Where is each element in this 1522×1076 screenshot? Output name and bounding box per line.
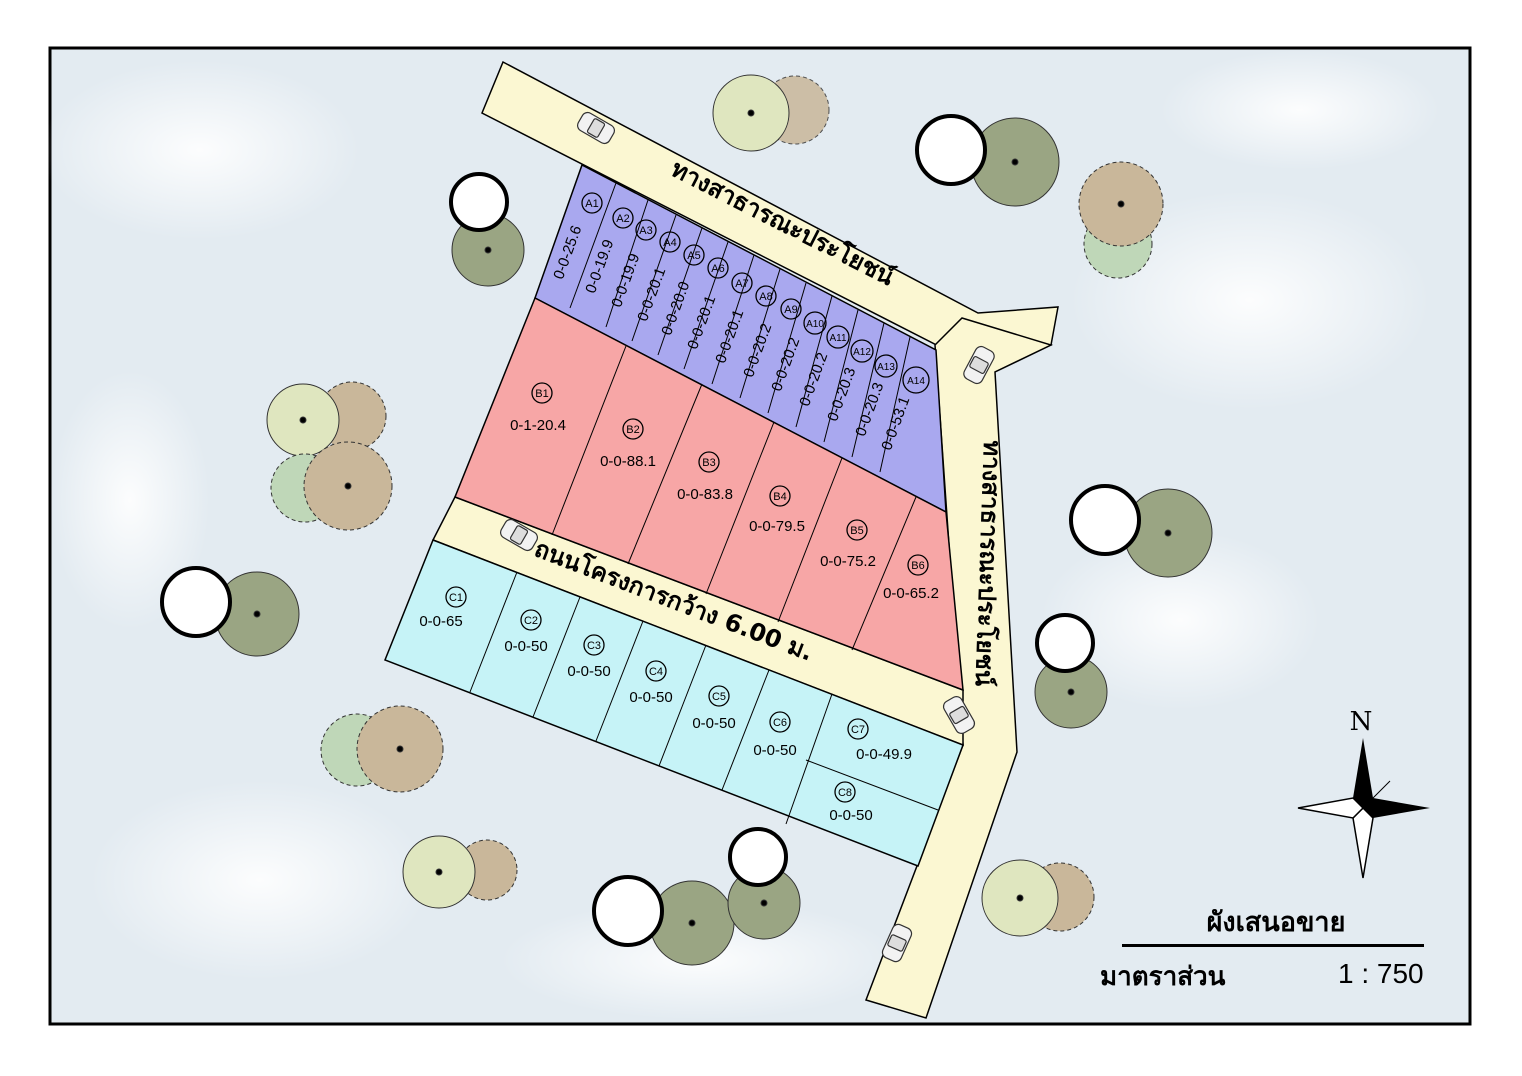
plot-c3[interactable]: C3 0-0-50 bbox=[567, 634, 611, 680]
plot-id: C1 bbox=[449, 592, 463, 604]
plot-area: 0-0-50 bbox=[829, 807, 872, 824]
plot-area: 0-0-50 bbox=[629, 689, 672, 706]
plot-area: 0-0-50 bbox=[692, 715, 735, 732]
scale-value: 1 : 750 bbox=[1338, 958, 1424, 989]
plot-area: 0-0-50 bbox=[753, 742, 796, 759]
plot-id: B3 bbox=[702, 457, 715, 469]
tree-icon bbox=[320, 705, 444, 793]
plot-b5[interactable]: B5 0-0-75.2 bbox=[820, 519, 876, 570]
plot-area: 0-0-65 bbox=[419, 613, 462, 630]
plot-id: B4 bbox=[773, 491, 786, 503]
plot-id: A1 bbox=[585, 198, 598, 210]
plot-id: A6 bbox=[711, 263, 724, 275]
plot-area: 0-0-50 bbox=[504, 638, 547, 655]
plot-id: A3 bbox=[639, 225, 652, 237]
plot-id: C8 bbox=[838, 787, 852, 799]
plot-c6[interactable]: C6 0-0-50 bbox=[753, 711, 797, 759]
plot-id: A7 bbox=[735, 278, 748, 290]
plot-id: A8 bbox=[759, 291, 772, 303]
plot-b2[interactable]: B2 0-0-88.1 bbox=[600, 418, 656, 470]
plot-b1[interactable]: B1 0-1-20.4 bbox=[510, 382, 566, 434]
tree-icon bbox=[266, 381, 387, 457]
plot-area: 0-0-83.8 bbox=[677, 486, 733, 503]
block-b-dividers bbox=[551, 345, 917, 651]
plot-id: A14 bbox=[907, 376, 925, 387]
plot-c8[interactable]: C8 0-0-50 bbox=[829, 781, 873, 824]
car-icon bbox=[500, 518, 538, 552]
plot-id: B6 bbox=[911, 560, 924, 572]
plot-area: 0-0-75.2 bbox=[820, 553, 876, 570]
map-title: ผังเสนอขาย bbox=[1206, 907, 1346, 938]
block-b-labels: B1 0-1-20.4 B2 0-0-88.1 B3 0-0-83.8 B4 0-0-7… bbox=[510, 382, 939, 602]
tree-icon bbox=[727, 827, 801, 940]
plot-id: A11 bbox=[829, 333, 846, 344]
plot-id: C6 bbox=[773, 717, 787, 729]
cars bbox=[500, 111, 995, 963]
plot-id: C3 bbox=[587, 640, 601, 652]
plot-id: A9 bbox=[784, 304, 797, 316]
car-icon bbox=[577, 111, 615, 145]
trees bbox=[160, 74, 1213, 966]
tree-icon bbox=[1069, 484, 1213, 578]
plot-id: B5 bbox=[850, 525, 863, 537]
plot-id: A5 bbox=[687, 250, 700, 262]
plot-id: A2 bbox=[616, 213, 629, 225]
plot-id: C2 bbox=[524, 615, 538, 627]
plot-c7[interactable]: C7 0-0-49.9 bbox=[847, 718, 912, 763]
north-arrow-icon: N bbox=[1297, 707, 1430, 879]
plot-id: A12 bbox=[853, 347, 871, 358]
plot-id: B1 bbox=[535, 388, 548, 400]
tree-icon bbox=[915, 114, 1060, 207]
plot-c2[interactable]: C2 0-0-50 bbox=[504, 609, 548, 655]
plot-c4[interactable]: C4 0-0-50 bbox=[629, 660, 673, 706]
block-c bbox=[384, 539, 964, 867]
plot-b6[interactable]: B6 0-0-65.2 bbox=[883, 554, 939, 602]
car-icon bbox=[881, 923, 913, 963]
compass-label: N bbox=[1350, 707, 1373, 737]
plot-area: 0-1-20.4 bbox=[510, 417, 566, 434]
plot-c5[interactable]: C5 0-0-50 bbox=[692, 685, 736, 732]
plot-c1[interactable]: C1 0-0-65 bbox=[419, 586, 467, 630]
plot-area: 0-0-88.1 bbox=[600, 453, 656, 470]
plot-id: A13 bbox=[877, 362, 895, 373]
tree-icon bbox=[270, 441, 393, 531]
plot-id: A4 bbox=[663, 237, 676, 249]
tree-icon bbox=[402, 835, 518, 909]
plot-id: C5 bbox=[712, 691, 726, 703]
plot-area: 0-0-65.2 bbox=[883, 585, 939, 602]
plot-a14[interactable]: A14 bbox=[902, 366, 930, 394]
tree-icon bbox=[1034, 613, 1108, 729]
tree-icon bbox=[1078, 161, 1164, 279]
tree-icon bbox=[981, 859, 1095, 937]
plot-id: B2 bbox=[626, 424, 639, 436]
block-b bbox=[454, 296, 964, 692]
car-icon bbox=[942, 696, 976, 734]
block-c-dividers bbox=[469, 571, 939, 825]
title-divider bbox=[1122, 944, 1424, 947]
tree-icon bbox=[592, 875, 735, 966]
scale-label: มาตราส่วน bbox=[1100, 962, 1226, 992]
tree-icon bbox=[160, 566, 300, 657]
tree-icon bbox=[449, 172, 525, 287]
plot-b3[interactable]: B3 0-0-83.8 bbox=[677, 451, 733, 503]
block-c-labels: C1 0-0-65 C2 0-0-50 C3 0-0-50 C4 0-0-50 C5 0-… bbox=[419, 586, 912, 824]
plot-id: C7 bbox=[851, 724, 865, 736]
plot-id: C4 bbox=[649, 666, 663, 678]
tree-icon bbox=[712, 74, 830, 152]
car-icon bbox=[963, 345, 995, 385]
plot-b4[interactable]: B4 0-0-79.5 bbox=[749, 485, 805, 535]
plot-area: 0-0-79.5 bbox=[749, 518, 805, 535]
plot-area: 0-0-49.9 bbox=[856, 746, 912, 763]
plot-area: 0-0-50 bbox=[567, 663, 610, 680]
plot-id: A10 bbox=[806, 319, 824, 330]
